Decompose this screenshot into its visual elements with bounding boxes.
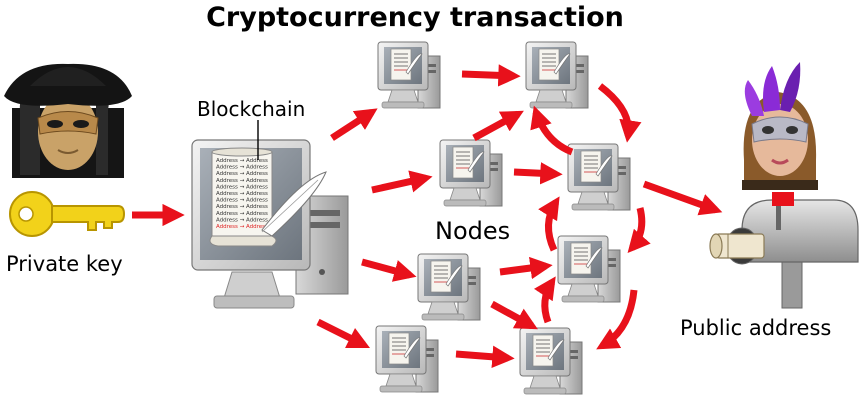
ledger-entry: Address → Address xyxy=(216,204,268,210)
node-computer-4 xyxy=(567,143,631,211)
arrow-pc-node3 xyxy=(371,170,433,194)
ledger-entry: Address → Address xyxy=(216,184,268,190)
ledger-entry: Address → Address xyxy=(216,165,268,171)
ledger-entry: Address → Address xyxy=(216,191,268,197)
key-icon xyxy=(9,191,126,237)
node-computer-8 xyxy=(519,327,583,395)
ledger-entry: Address → Address xyxy=(216,171,268,177)
arrow-node2-node4 xyxy=(597,83,642,143)
node-computer-3 xyxy=(439,139,503,207)
arrow-node4-node2 xyxy=(530,105,574,156)
transaction-arrows xyxy=(132,64,723,368)
ledger-entry: Address → Address xyxy=(216,217,268,223)
arrow-node8-node6 xyxy=(533,276,556,324)
ledger-entry: Address → Address xyxy=(216,224,268,230)
public-address-label: Public address xyxy=(680,316,832,340)
arrow-pc-node7 xyxy=(316,318,371,349)
node-computer-6 xyxy=(557,235,621,303)
arrow-pc-node5 xyxy=(361,258,417,282)
arrow-node1-node2 xyxy=(461,64,521,87)
arrow-node3-node4 xyxy=(513,162,563,185)
node-computer-1 xyxy=(377,41,441,109)
nodes-label: Nodes xyxy=(435,217,511,245)
arrow-node5-node6 xyxy=(499,256,553,280)
ledger-entry: Address → Address xyxy=(216,211,268,217)
arrow-node7-node8 xyxy=(455,345,515,368)
arrow-node4-mailbox xyxy=(642,180,723,216)
diagram-title: Cryptocurrency transaction xyxy=(206,2,624,33)
node-computer-5 xyxy=(417,253,481,321)
private-key-label: Private key xyxy=(6,252,123,276)
arrow-node3-node2 xyxy=(472,110,524,142)
masked-woman-icon xyxy=(742,62,818,190)
mailbox-icon xyxy=(709,192,859,309)
node-computer-7 xyxy=(375,325,439,393)
arrow-node6-node4 xyxy=(538,196,560,252)
ledger-entry: Address → Address xyxy=(216,198,268,204)
arrow-pc-node1 xyxy=(330,108,378,141)
blockchain-label: Blockchain xyxy=(197,97,306,121)
arrow-node4-node6 xyxy=(627,207,651,254)
arrow-node5-node8 xyxy=(490,300,538,330)
masked-person-icon xyxy=(4,63,132,178)
arrow-node6-node8 xyxy=(596,289,638,350)
ledger-entry: Address → Address xyxy=(216,158,268,164)
node-computer-2 xyxy=(525,41,589,109)
ledger-entry: Address → Address xyxy=(216,178,268,184)
